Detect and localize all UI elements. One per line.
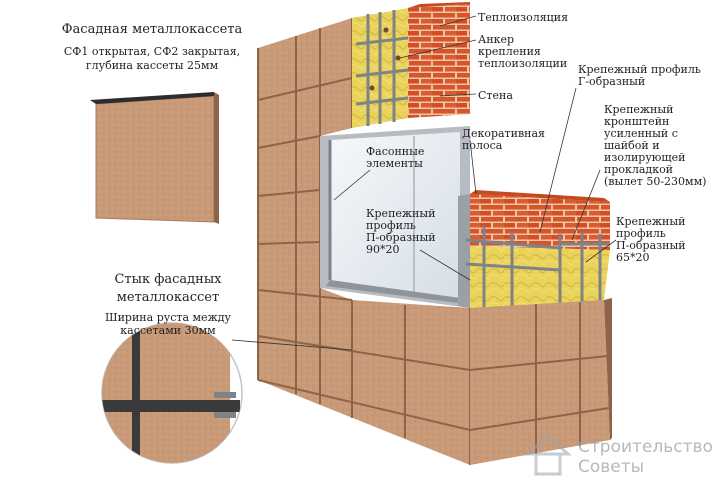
- upper-wall-section: [352, 2, 470, 128]
- facade-wall-front: [469, 298, 612, 465]
- cassette-subtitle-1: СФ1 открытая, СФ2 закрытая,: [63, 45, 241, 58]
- joint-title-1: Стык фасадных: [114, 272, 222, 287]
- joint-detail-circle: [101, 322, 243, 464]
- label-profile-p65: Крепежный профиль П-образный 65*20: [616, 215, 686, 264]
- cassette-title: Фасадная металлокассета: [61, 22, 243, 37]
- label-profile-p90: Крепежный профиль П-образный 90*20: [366, 207, 436, 256]
- label-wall: Стена: [478, 89, 513, 102]
- lower-wall-section: [458, 190, 610, 322]
- watermark-line-1: Строительство: [578, 437, 713, 457]
- label-insulation: Теплоизоляция: [478, 11, 569, 24]
- watermark-house-icon: [524, 433, 572, 476]
- window: [320, 126, 470, 308]
- joint-subtitle-1: Ширина руста между: [105, 311, 231, 324]
- label-decor-strip: Декоративная полоса: [462, 127, 545, 152]
- cassette-subtitle-2: глубина кассеты 25мм: [85, 59, 219, 72]
- leader-lines: [231, 15, 617, 351]
- watermark-line-2: Советы: [578, 457, 645, 477]
- joint-subtitle-2: кассетами 30мм: [120, 324, 216, 337]
- label-bracket: Крепежный кронштейн усиленный с шайбой и…: [604, 103, 707, 188]
- label-shaped-elements: Фасонные элементы: [366, 145, 425, 170]
- cassette-sample: [90, 92, 219, 224]
- label-anchor: Анкер крепления теплоизоляции: [478, 33, 568, 70]
- joint-title-2: металлокассет: [116, 290, 220, 305]
- label-profile-g: Крепежный профиль Г-образный: [578, 63, 701, 88]
